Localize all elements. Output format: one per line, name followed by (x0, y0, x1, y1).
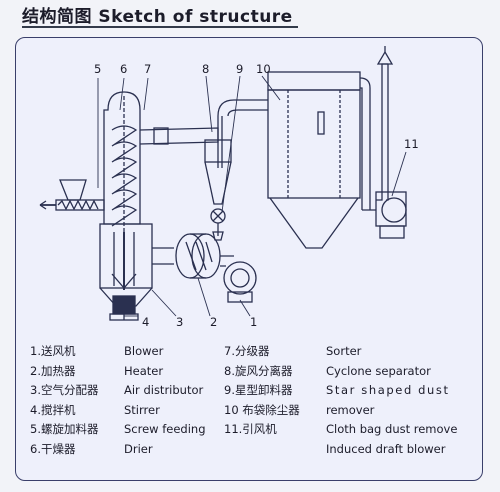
callout-leaders (97, 75, 407, 317)
bag-dust-collector (267, 71, 361, 249)
heater (152, 233, 221, 279)
legend-item: 5.螺旋加料器 (30, 422, 99, 437)
duct-collector-to-blower (359, 77, 376, 211)
screw-feeder (39, 179, 105, 211)
legend-chinese-2: 7.分级器 8.旋风分离器 9.星型卸料器 10 布袋除尘器 11.引风机 (224, 342, 300, 440)
diagram-panel (15, 37, 483, 481)
stirrer-motor (109, 295, 139, 321)
legend-item: 7.分级器 (224, 344, 270, 358)
duct-cyclone-to-collector (217, 99, 268, 117)
callout-2: 2 (210, 315, 217, 329)
legend-item: Screw feeding (124, 422, 206, 437)
legend-item: Induced draft blower (326, 441, 446, 456)
callout-4: 4 (142, 315, 149, 329)
callout-5: 5 (94, 62, 101, 76)
callout-labels: 5 6 7 8 9 10 11 4 3 2 1 (94, 62, 419, 329)
legend-item: 8.旋风分离器 (224, 363, 293, 378)
page-title: 结构简图 Sketch of structure (22, 7, 293, 27)
legend-item: Cyclone separator (326, 363, 431, 378)
legend-item: 1.送风机 (30, 344, 76, 358)
legend-item: 3.空气分配器 (30, 383, 99, 398)
legend-item: 9.星型卸料器 (224, 383, 293, 398)
drier-column (99, 91, 153, 307)
star-discharger (210, 208, 226, 241)
legend-item: remover (326, 402, 375, 417)
callout-11: 11 (404, 137, 419, 151)
legend-item: Cloth bag dust remove (326, 422, 458, 437)
callout-1: 1 (250, 315, 257, 329)
legend-item: Stirrer (124, 402, 160, 417)
cyclone-separator (204, 116, 232, 205)
legend-item: Star shaped dust (326, 383, 450, 398)
blower (220, 255, 257, 303)
induced-draft-blower (375, 46, 407, 239)
callout-3: 3 (176, 315, 183, 329)
legend-item: 10 布袋除尘器 (224, 402, 300, 417)
legend-item: Heater (124, 363, 164, 378)
legend-item: Blower (124, 344, 164, 358)
legend-english-1: Blower Heater Air distributor Stirrer Sc… (124, 342, 206, 460)
legend-item: 4.搅拌机 (30, 402, 76, 417)
legend-item: Sorter (326, 344, 362, 358)
legend-item: 2.加热器 (30, 363, 76, 378)
legend-item: 11.引风机 (224, 422, 277, 437)
callout-10: 10 (256, 62, 271, 76)
legend-item: 6.干燥器 (30, 441, 76, 456)
legend-chinese-1: 1.送风机 2.加热器 3.空气分配器 4.搅拌机 5.螺旋加料器 6.干燥器 (30, 342, 98, 460)
callout-8: 8 (202, 62, 209, 76)
callout-7: 7 (144, 62, 151, 76)
legend-item: Drier (124, 441, 153, 456)
legend-english-2: Sorter Cyclone separator Star shaped dus… (326, 342, 457, 460)
legend-item: Air distributor (124, 383, 204, 398)
callout-9: 9 (236, 62, 243, 76)
title-underline (22, 26, 298, 28)
callout-6: 6 (120, 62, 127, 76)
sorter-pipe (139, 127, 219, 145)
